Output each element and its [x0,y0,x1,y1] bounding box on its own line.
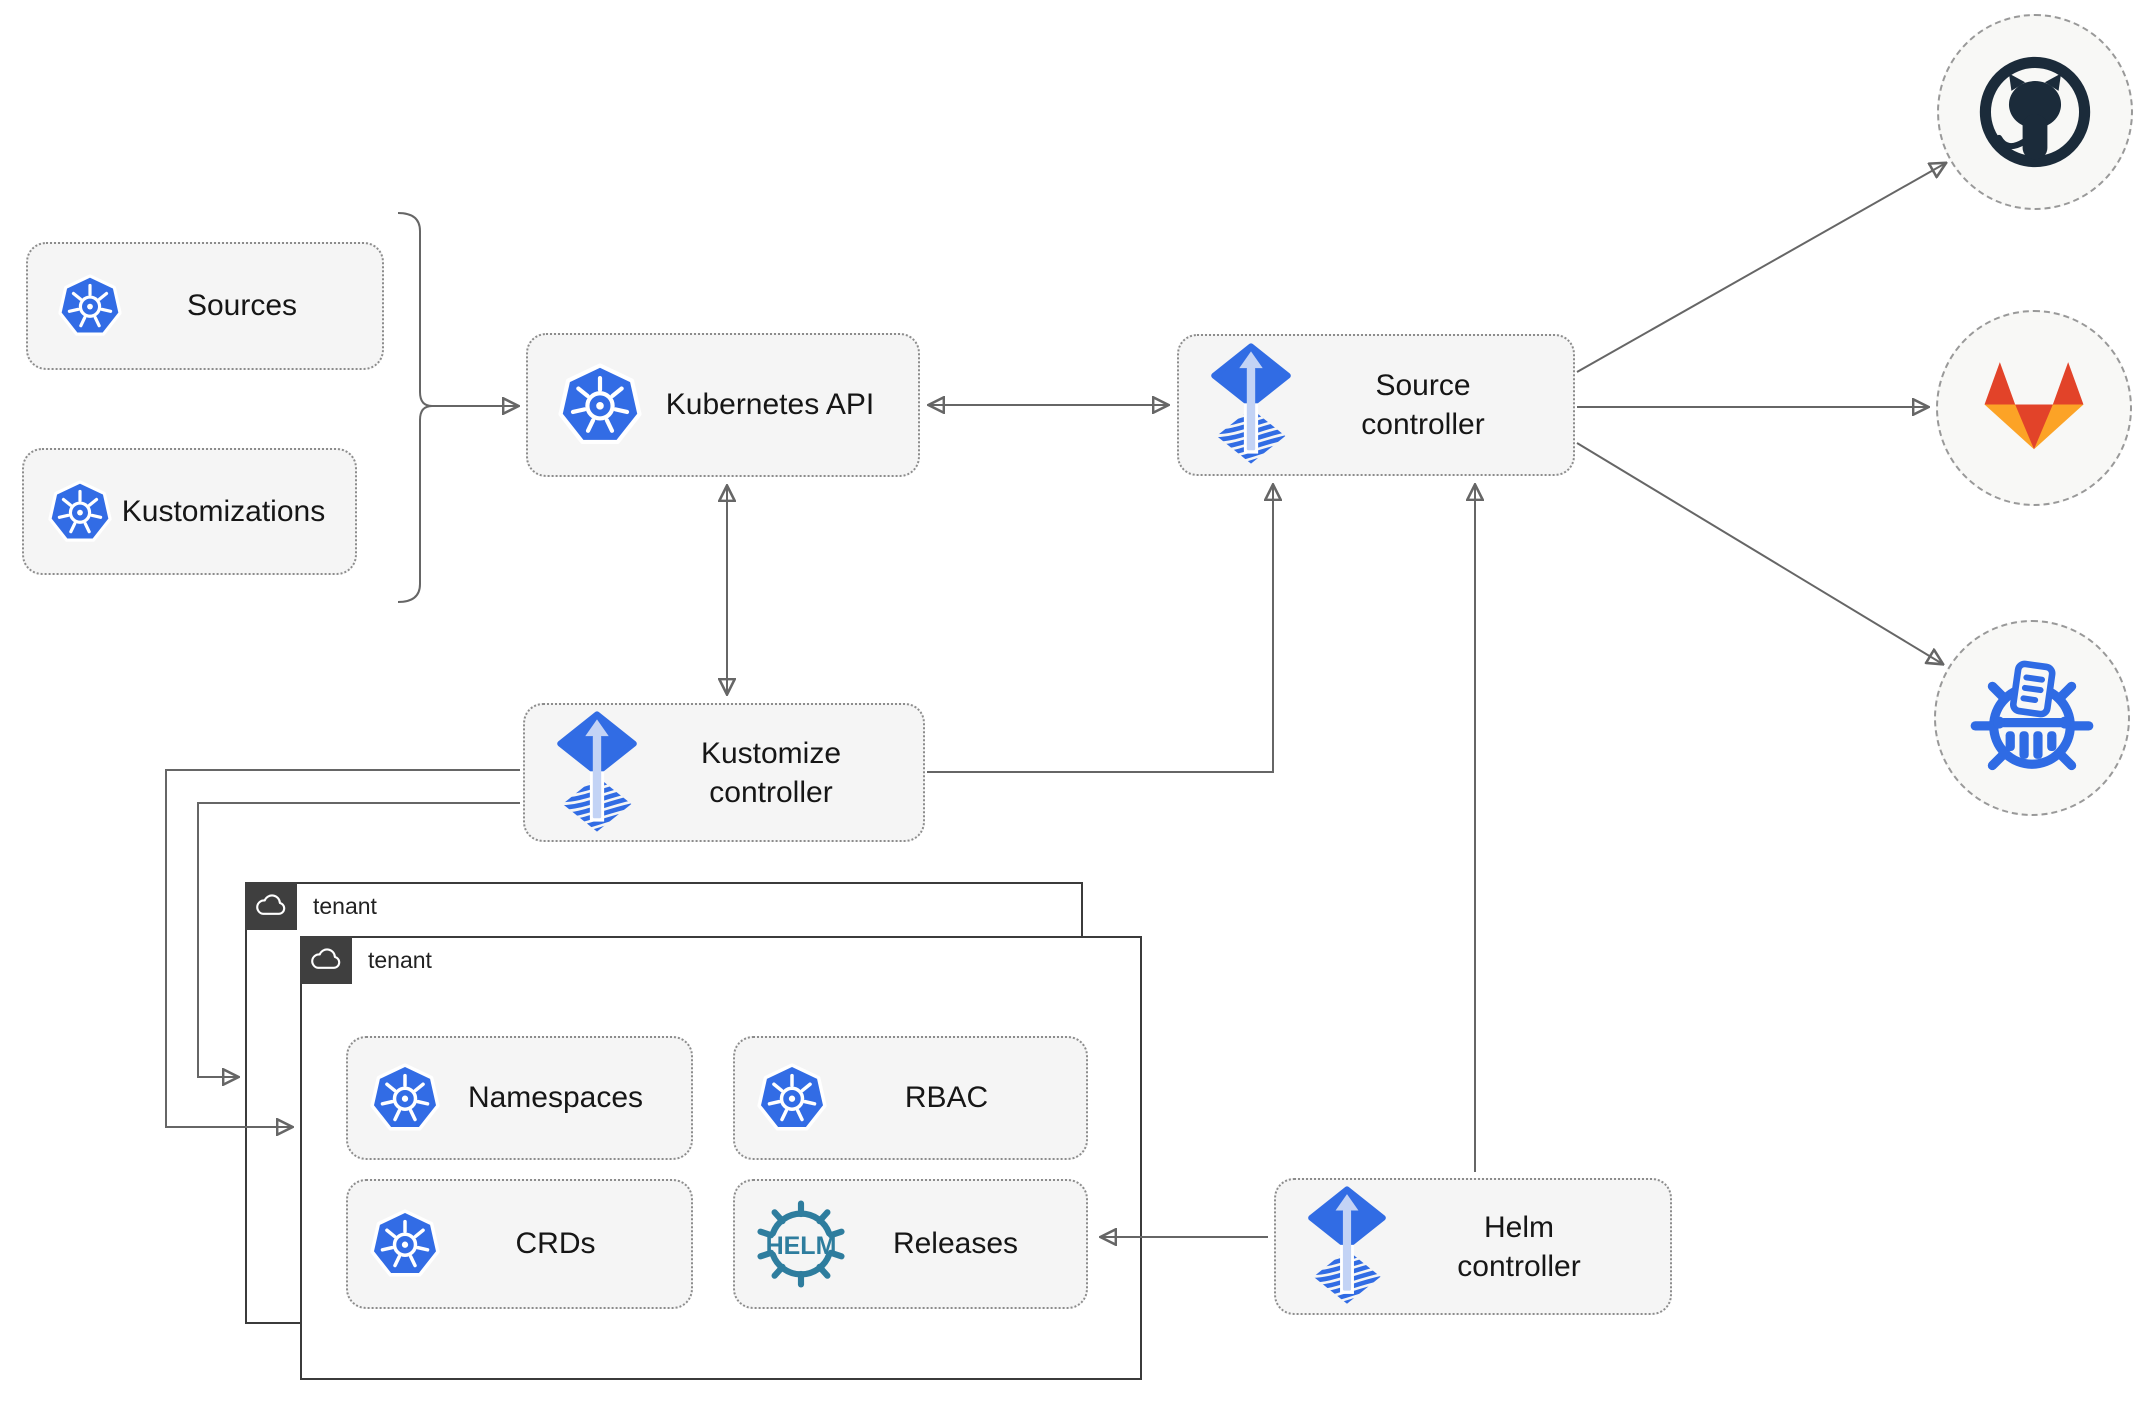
endpoint-registry [1934,620,2130,816]
node-label: Namespaces [467,1081,644,1114]
kubernetes-icon [370,1063,440,1133]
tenant-badge [300,936,352,984]
container-registry-icon [1966,652,2098,784]
node-releases: HELM Releases [733,1179,1088,1309]
cloud-icon [309,948,343,972]
tenant-label: tenant [313,892,377,919]
label-line2: controller [709,775,833,809]
connector-source-to-registry [1576,442,1941,663]
node-label: Helm controller [1388,1208,1650,1286]
gitlab-icon [1975,355,2093,461]
tenant-header: tenant [300,936,432,984]
node-rbac: RBAC [733,1036,1088,1160]
node-kustomize-controller: Kustomize controller [523,703,925,842]
endpoint-github [1937,14,2133,210]
flux-icon [1306,1186,1388,1307]
helm-logo-text: HELM [766,1232,837,1260]
label-line2: controller [1457,1249,1581,1283]
node-namespaces: Namespaces [346,1036,693,1160]
label-line1: Kustomize [700,736,842,770]
node-label: Kustomizations [121,494,326,528]
github-icon [1973,50,2097,174]
kubernetes-icon [58,274,122,338]
node-label: Sources [186,289,298,322]
node-label: RBAC [904,1081,989,1114]
kubernetes-icon [370,1209,440,1279]
label-line1: Source [1375,369,1471,402]
node-kubernetes-api: Kubernetes API [526,333,920,477]
endpoint-gitlab [1936,310,2132,506]
helm-logo-icon: HELM [757,1200,845,1288]
connector-source-to-github [1576,164,1944,373]
label-line1: Helm [1483,1210,1554,1244]
node-label: CRDs [515,1227,596,1260]
node-label: Kustomize controller [639,734,903,812]
label-line2: controller [1361,408,1485,441]
cloud-icon [254,894,288,918]
node-crds: CRDs [346,1179,693,1309]
kubernetes-icon [757,1063,827,1133]
node-label: Source controller [1293,366,1553,444]
brace-sources-group [397,212,433,603]
tenant-label: tenant [368,946,432,973]
kubernetes-icon [558,363,642,447]
flux-icon [555,711,639,835]
flux-icon [1209,343,1293,467]
node-label: Kubernetes API [665,388,875,421]
node-sources: Sources [26,242,384,370]
node-label: Releases [892,1227,1019,1260]
connector-kustomize-to-source-controller [927,487,1273,773]
tenant-header: tenant [245,882,377,930]
node-kustomizations: Kustomizations [22,448,357,575]
kubernetes-icon [48,480,112,544]
tenant-badge [245,882,297,930]
node-helm-controller: Helm controller [1274,1178,1672,1315]
node-source-controller: Source controller [1177,334,1575,476]
